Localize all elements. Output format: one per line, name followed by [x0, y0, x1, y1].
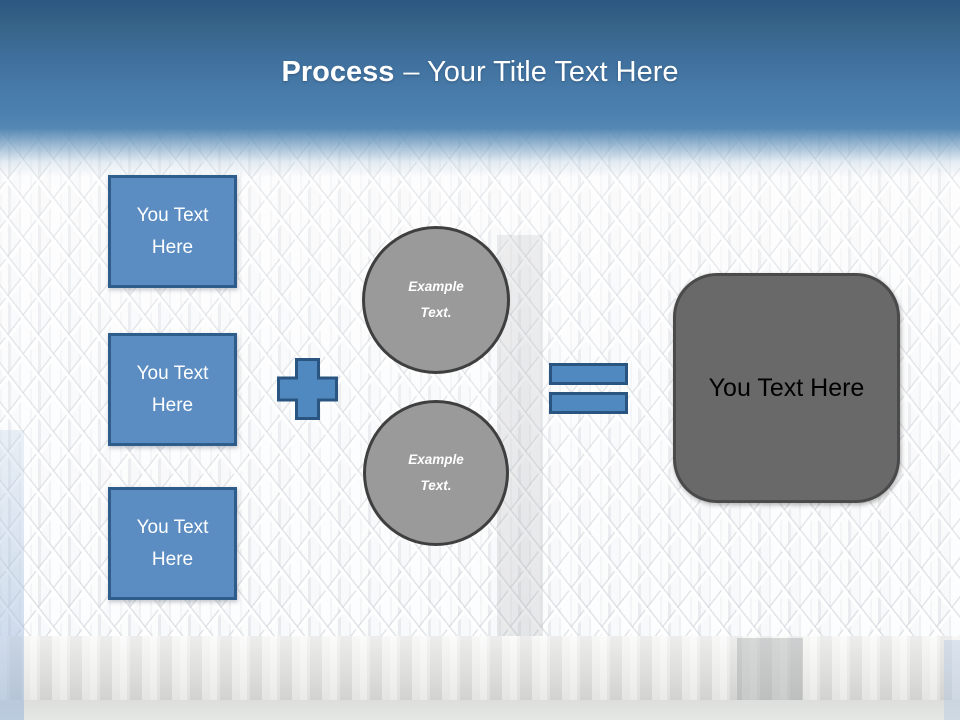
equals-icon [549, 363, 628, 414]
process-box-3-label: You Text Here [136, 517, 209, 570]
process-box-3: You Text Here [108, 487, 237, 600]
example-circle-1-label: Example Text. [408, 279, 464, 320]
page-title-regular: – Your Title Text Here [403, 56, 679, 88]
background-ground [0, 700, 960, 720]
plus-icon [277, 358, 338, 420]
process-box-1-label: You Text Here [136, 205, 209, 258]
header-band: Process– Your Title Text Here [0, 0, 960, 178]
background-door-gap [737, 638, 803, 702]
process-box-2-label: You Text Here [136, 363, 209, 416]
background-gate-slats-bottom [0, 636, 960, 702]
page-title: Process– Your Title Text Here [0, 0, 960, 90]
result-box-label: You Text Here [708, 373, 865, 402]
result-box: You Text Here [673, 273, 900, 503]
background-wall-right [944, 640, 960, 720]
background-wall-left [0, 430, 24, 720]
example-circle-2-label: Example Text. [408, 452, 464, 493]
equals-bar-bottom [549, 392, 628, 414]
example-circle-2: Example Text. [363, 400, 509, 546]
equals-bar-top [549, 363, 628, 385]
example-circle-1: Example Text. [362, 226, 510, 374]
process-box-1: You Text Here [108, 175, 237, 288]
page-title-bold: Process [281, 56, 395, 88]
process-box-2: You Text Here [108, 333, 237, 446]
